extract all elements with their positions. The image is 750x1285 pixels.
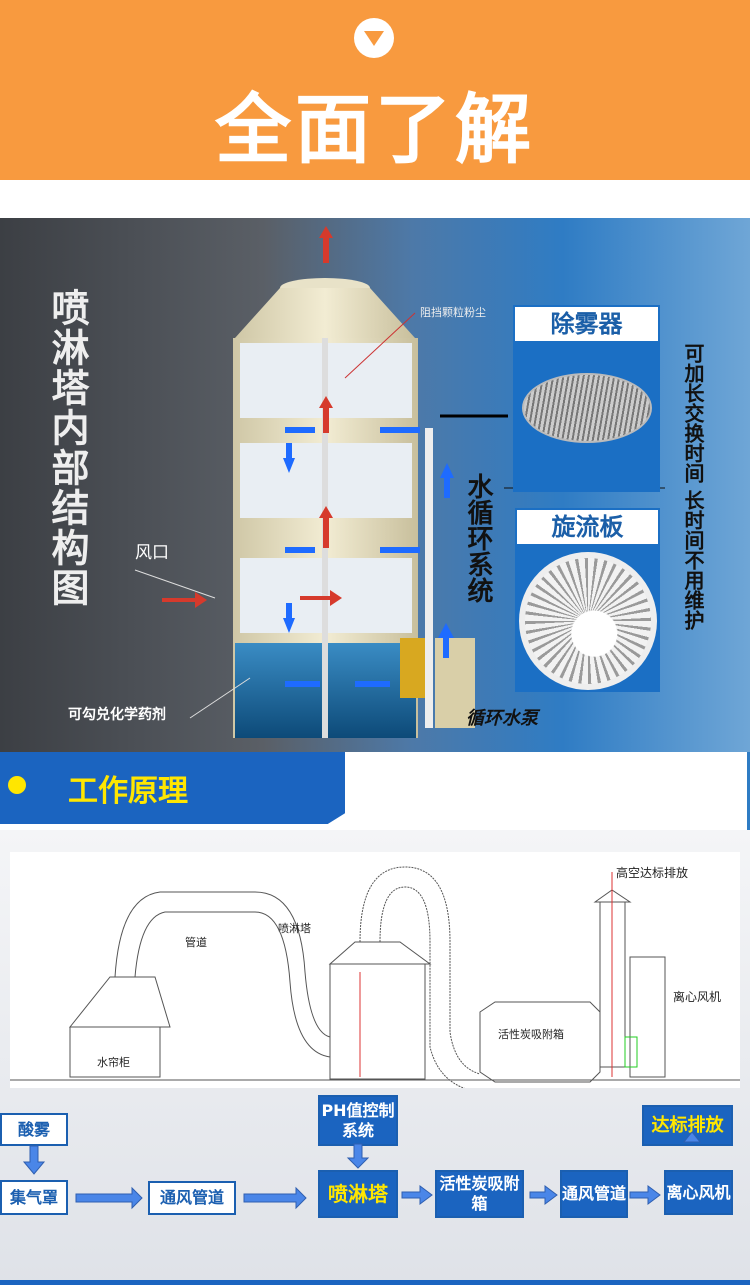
arrow-down-icon xyxy=(346,1143,370,1169)
demister-image xyxy=(521,373,652,443)
arrow-right-icon xyxy=(529,1185,558,1205)
arrow-right-icon xyxy=(401,1185,433,1205)
demister-panel: 除雾器 xyxy=(513,305,660,492)
bottom-border xyxy=(0,1280,750,1285)
arrow-right-icon xyxy=(629,1185,661,1205)
chevron-down-circle-icon xyxy=(354,18,394,58)
pipe-label: 管道 xyxy=(185,936,207,949)
flow-hood: 集气罩 xyxy=(0,1180,68,1215)
tower-drawing xyxy=(134,226,665,738)
system-line-drawing: 高空达标排放 管道 喷淋塔 离心风机 活性炭吸附箱 水帘柜 xyxy=(10,852,740,1093)
scene-title: 喷淋塔内部结构图 xyxy=(45,288,90,608)
flow-arrows xyxy=(22,1131,702,1210)
arrow-down-icon xyxy=(22,1145,46,1175)
air-inlet-label: 风口 xyxy=(135,543,169,563)
exhaust-label: 高空达标排放 xyxy=(616,866,689,880)
flow-duct-1: 通风管道 xyxy=(148,1181,236,1215)
water-system-label: 水循环系统 xyxy=(463,473,493,603)
swirl-plate-panel: 旋流板 xyxy=(515,508,660,692)
dust-label: 阻挡颗粒粉尘 xyxy=(420,306,486,319)
demister-title: 除雾器 xyxy=(515,307,658,341)
arrow-right-icon xyxy=(243,1186,307,1210)
cabinet-label: 水帘柜 xyxy=(97,1056,130,1069)
arrow-up-icon xyxy=(682,1131,702,1143)
tower-label: 喷淋塔 xyxy=(278,922,311,935)
flow-spray-tower: 喷淋塔 xyxy=(318,1170,398,1218)
carbon-label: 活性炭吸附箱 xyxy=(498,1028,564,1041)
flow-acid-mist: 酸雾 xyxy=(0,1113,68,1146)
swirl-plate-image xyxy=(518,552,657,690)
section-title: 工作原理 xyxy=(68,774,188,809)
chemical-label: 可勾兑化学药剂 xyxy=(68,707,166,723)
section-header-band xyxy=(0,752,345,824)
flow-carbon-box: 活性炭吸附箱 xyxy=(435,1170,524,1218)
tower-structure-illustration: 喷淋塔内部结构图 阻挡颗粒粉尘 风口 可勾兑化学药剂 循环水泵 水循环系统 除雾… xyxy=(0,218,750,752)
side-note: 可加长交换时间 长时间不用维护 xyxy=(681,343,705,630)
equipment-drawing xyxy=(10,866,740,1093)
page-title: 全面了解 xyxy=(215,85,535,174)
flow-ph-control: PH值控制系统 xyxy=(318,1095,398,1146)
bullet-dot-icon xyxy=(8,776,26,794)
flow-fan: 离心风机 xyxy=(664,1170,733,1215)
pump-label: 循环水泵 xyxy=(466,708,538,729)
arrow-right-icon xyxy=(75,1186,143,1210)
fan-label: 离心风机 xyxy=(673,990,722,1004)
swirl-plate-title: 旋流板 xyxy=(517,510,658,544)
flow-duct-2: 通风管道 xyxy=(560,1170,628,1218)
